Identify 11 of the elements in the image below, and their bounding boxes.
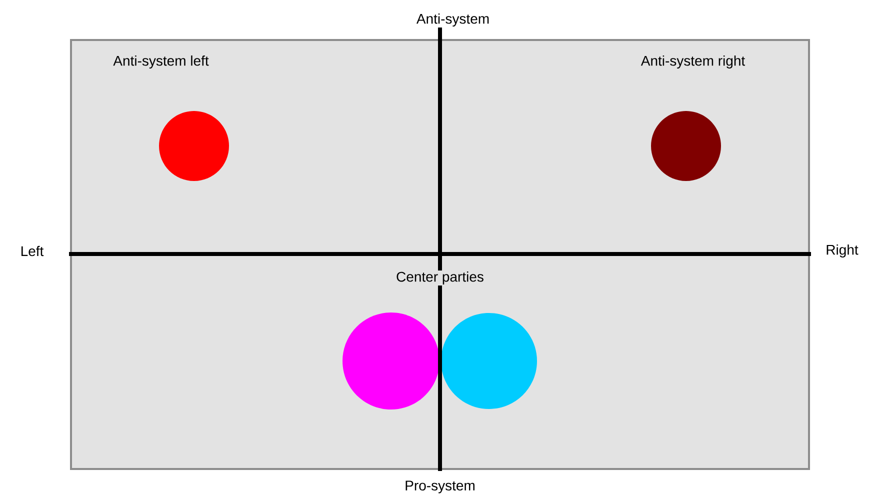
label-text: Anti-system	[415, 12, 491, 28]
axis-label: Left	[21, 246, 44, 256]
axis-label: Pro-system	[404, 480, 476, 494]
circle	[342, 312, 440, 410]
circle	[159, 111, 229, 181]
axis-label: Right	[826, 244, 858, 258]
quadrant-label: Anti-system left	[113, 55, 209, 69]
group-label: Center parties	[395, 270, 485, 286]
circle	[441, 313, 537, 409]
quadrant-label: Anti-system right	[640, 55, 746, 69]
circle	[651, 111, 721, 181]
